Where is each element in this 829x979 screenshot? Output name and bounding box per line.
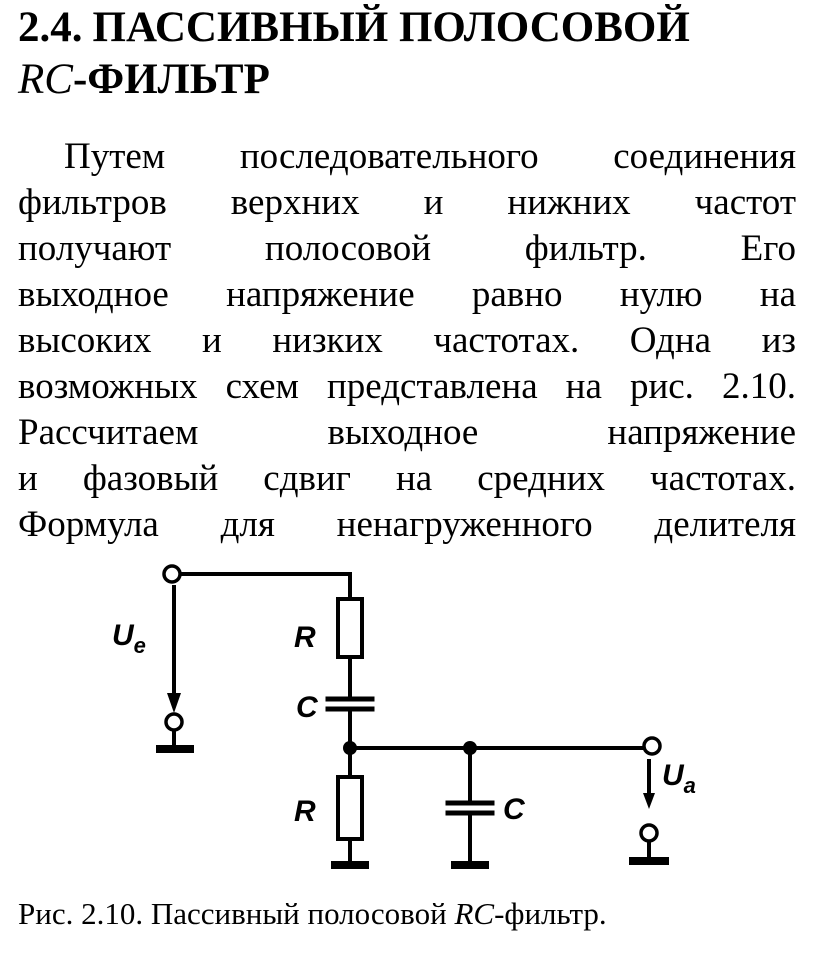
circuit-diagram: Ue R C R C Ua: [112, 564, 696, 869]
section-title-line1: ПАССИВНЫЙ ПОЛОСОВОЙ: [92, 4, 690, 51]
caption-suffix: -фильтр.: [494, 896, 607, 931]
section-title-line2: -ФИЛЬТР: [72, 56, 270, 103]
label-capacitor-series: C: [296, 691, 319, 724]
section-heading: 2.4.ПАССИВНЫЙ ПОЛОСОВОЙ RC-ФИЛЬТР: [18, 2, 818, 106]
label-capacitor-shunt: C: [503, 793, 526, 826]
caption-prefix: Рис. 2.10. Пассивный полосовой: [18, 896, 447, 931]
paragraph-line: Путем последовательного соединения: [64, 136, 796, 177]
section-title-rc: RC: [18, 56, 73, 103]
paragraph-line: и фазовый сдвиг на средних частотах.: [18, 458, 796, 499]
caption-rc: RC: [454, 896, 495, 931]
ground-c2: [451, 861, 489, 869]
ground-input: [156, 745, 194, 753]
output-arrow-head: [643, 793, 655, 809]
terminal-input-top: [162, 564, 182, 584]
label-resistor-bottom: R: [294, 795, 316, 828]
section-number: 2.4.: [18, 4, 83, 51]
resistor-top: [336, 597, 364, 659]
ground-output: [629, 857, 669, 865]
paragraph-line: фильтров верхних и нижних частот: [18, 182, 796, 223]
figure-caption: Рис. 2.10. Пассивный полосовой RC-фильтр…: [18, 894, 798, 934]
label-input-voltage: Ue: [112, 619, 146, 658]
paragraph-line: возможных схем представлена на рис. 2.10…: [18, 366, 796, 407]
ground-r2: [331, 861, 369, 869]
terminal-output-top: [642, 736, 662, 756]
terminal-input-bottom: [164, 712, 184, 732]
paragraph-line: высоких и низких частотах. Одна из: [18, 320, 796, 361]
resistor-bottom: [336, 775, 364, 841]
terminal-output-bottom: [639, 823, 659, 843]
label-output-voltage: Ua: [662, 759, 696, 798]
junction-node-2: [463, 741, 477, 755]
paragraph-line: Рассчитаем выходное напряжение: [18, 412, 796, 453]
paragraph-line: Формула для ненагруженного делителя: [18, 504, 796, 545]
junction-node-1: [343, 741, 357, 755]
input-arrow-head: [167, 693, 181, 713]
label-resistor-top: R: [294, 621, 316, 654]
paragraph-line: получают полосовой фильтр. Его: [18, 228, 796, 269]
paragraph-line: выходное напряжение равно нулю на: [18, 274, 796, 315]
body-paragraph: Путем последовательного соединения фильт…: [18, 134, 796, 548]
